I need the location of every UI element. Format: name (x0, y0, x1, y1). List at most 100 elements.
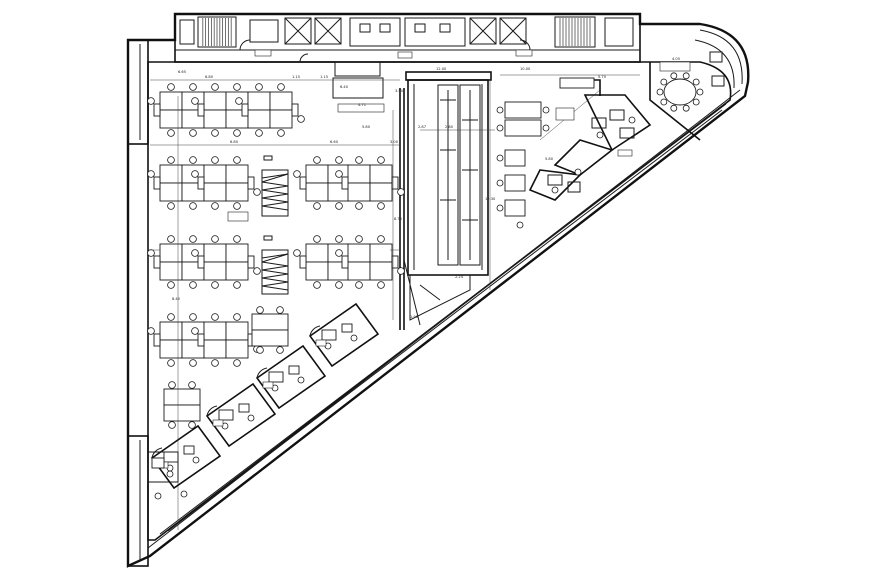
dim-label: 5.80 (362, 125, 371, 129)
chair (233, 359, 241, 367)
chair (233, 313, 241, 321)
desk-cluster (251, 306, 289, 354)
desk (369, 182, 393, 202)
desk-return (341, 255, 349, 269)
desk-return (153, 176, 161, 190)
office-wall (150, 424, 222, 490)
chair (211, 313, 219, 321)
desk-return (291, 103, 299, 117)
desk-cluster (147, 235, 217, 289)
desk (347, 182, 371, 202)
chair (253, 188, 261, 196)
chair (313, 281, 321, 289)
chair (191, 327, 199, 335)
door-swing (309, 325, 321, 337)
chair (377, 202, 385, 210)
desk (159, 339, 183, 359)
chair (147, 249, 155, 257)
desk (159, 243, 183, 263)
chair (660, 98, 668, 106)
chair (168, 381, 176, 389)
desk-return (341, 176, 349, 190)
desk (247, 91, 271, 111)
office (150, 424, 222, 490)
chair (167, 313, 175, 321)
desk-return (153, 103, 161, 117)
desk (305, 164, 329, 184)
chair (147, 327, 155, 335)
chair (335, 235, 343, 243)
chair (397, 267, 405, 275)
desk-cluster (163, 381, 201, 429)
desk (369, 164, 393, 184)
desk (225, 261, 249, 281)
dim-label: 6.40 (340, 85, 349, 89)
room-tag (212, 419, 224, 427)
desk (163, 404, 201, 422)
chair (233, 235, 241, 243)
chair (696, 88, 704, 96)
chair (670, 72, 678, 80)
chair (211, 359, 219, 367)
desk (305, 261, 329, 281)
dim-label: 4.71 (358, 103, 366, 107)
office (205, 382, 277, 448)
dim-label: 3.00 (390, 140, 399, 144)
chair (167, 202, 175, 210)
door-swing (256, 367, 268, 379)
chair (211, 235, 219, 243)
desk (218, 409, 234, 421)
dim-label: 12.00 (436, 67, 447, 71)
chair (154, 492, 162, 500)
desk (251, 329, 289, 347)
desk-return (247, 176, 255, 190)
desk-return (153, 333, 161, 347)
chair (276, 346, 284, 354)
chair (233, 83, 241, 91)
desk (159, 91, 183, 111)
desk (369, 243, 393, 263)
desk-cluster (335, 235, 405, 289)
chair (211, 202, 219, 210)
desk-cluster (235, 83, 305, 137)
dim-label: 5.80 (545, 157, 554, 161)
chair (355, 202, 363, 210)
chair (189, 83, 197, 91)
desk (305, 182, 329, 202)
desk (203, 321, 227, 341)
desk (159, 109, 183, 129)
desk-return (391, 176, 399, 190)
chair (313, 235, 321, 243)
desk-cluster (335, 156, 405, 210)
chair (167, 156, 175, 164)
chair (277, 129, 285, 137)
desk-return (299, 255, 307, 269)
chair (256, 346, 264, 354)
dim-label: 2.87 (418, 125, 426, 129)
chair (189, 313, 197, 321)
chair (167, 235, 175, 243)
chair (692, 98, 700, 106)
chair (682, 72, 690, 80)
dim-label: 1.15 (320, 75, 328, 79)
dim-label: 6.80 (230, 140, 239, 144)
desk-cluster (191, 313, 261, 367)
desk (159, 182, 183, 202)
dim-label: 6.60 (330, 140, 339, 144)
desk (347, 261, 371, 281)
desk (203, 339, 227, 359)
storage-units (227, 155, 289, 295)
desk (225, 321, 249, 341)
desk (151, 457, 165, 469)
desk (269, 109, 293, 129)
chair (211, 129, 219, 137)
desk (347, 164, 371, 184)
chair (211, 83, 219, 91)
chair (397, 188, 405, 196)
desk (268, 371, 284, 383)
central-corridor (332, 61, 492, 330)
chair (233, 156, 241, 164)
desk (225, 243, 249, 263)
desk (203, 243, 227, 263)
